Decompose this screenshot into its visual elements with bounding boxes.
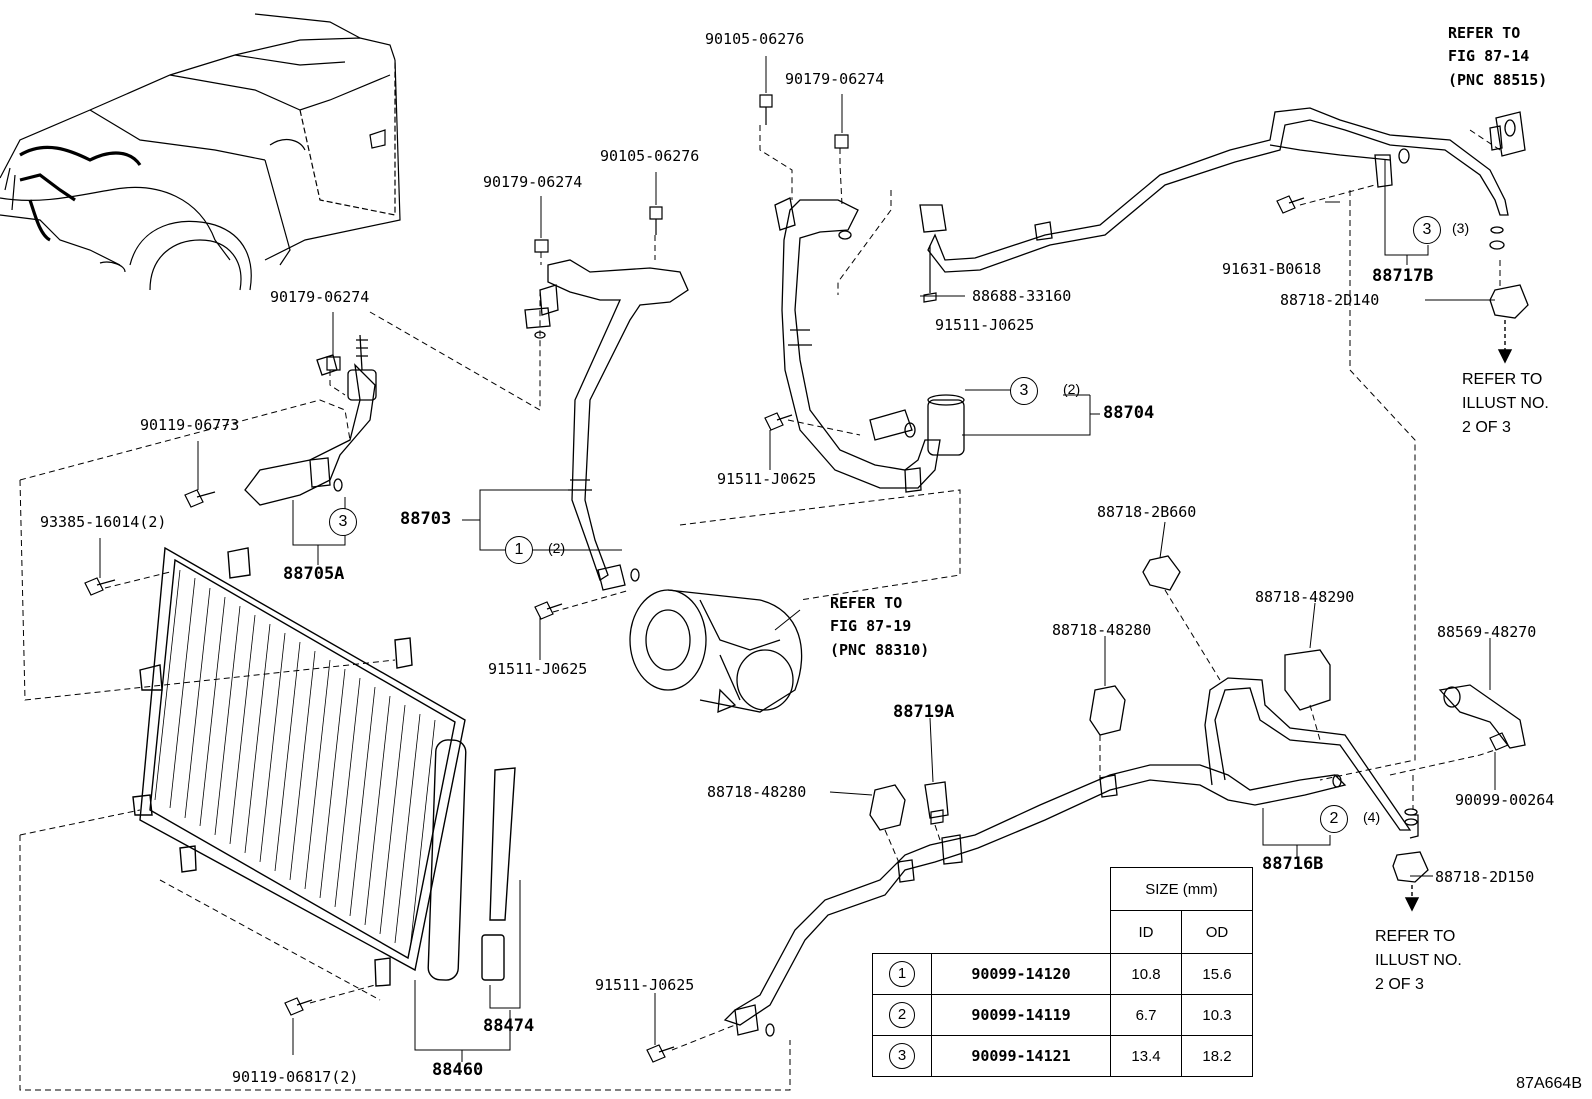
o-ring-size-table: SIZE (mm) ID OD 1 90099-14120 10.8 15.6 … — [872, 867, 1253, 1077]
expansion-valve — [1489, 111, 1526, 157]
callout-88716B-num: 2 — [1320, 805, 1348, 833]
row-number: 1 — [889, 961, 915, 987]
label-88719A: 88719A — [893, 702, 955, 722]
label-90119-06773: 90119-06773 — [140, 416, 240, 434]
label-88703: 88703 — [400, 509, 452, 529]
hose-88704 — [774, 197, 965, 493]
row-part: 90099-14120 — [931, 953, 1111, 995]
row-part: 90099-14121 — [931, 1035, 1111, 1077]
label-88718-48280-a: 88718-48280 — [1052, 621, 1152, 639]
figure-code: 87A664B — [1516, 1075, 1582, 1092]
label-91511-J0625-c: 91511-J0625 — [935, 316, 1035, 334]
row-od: 18.2 — [1181, 1035, 1253, 1077]
label-90119-06817: 90119-06817(2) — [232, 1068, 359, 1086]
row-part: 90099-14119 — [931, 994, 1111, 1036]
callout-88704-qty: (2) — [1063, 381, 1081, 397]
label-91511-J0625-d: 91511-J0625 — [595, 976, 695, 994]
row-id: 13.4 — [1110, 1035, 1182, 1077]
ref-fig-87-19: REFER TO FIG 87-19 (PNC 88310) — [830, 594, 930, 659]
label-91511-J0625-b: 91511-J0625 — [717, 470, 817, 488]
label-93385-16014: 93385-16014(2) — [40, 513, 167, 531]
callout-88703-qty: (2) — [548, 540, 566, 556]
row-number: 2 — [889, 1002, 915, 1028]
label-88474: 88474 — [483, 1016, 535, 1036]
label-91631-B0618: 91631-B0618 — [1222, 260, 1322, 278]
size-table-col-id: ID — [1110, 910, 1182, 954]
callout-88704-num: 3 — [1010, 377, 1038, 405]
row-od: 10.3 — [1181, 994, 1253, 1036]
row-id: 10.8 — [1110, 953, 1182, 995]
condenser-88460 — [132, 546, 516, 987]
vehicle-illustration — [0, 13, 401, 291]
size-table-col-od: OD — [1181, 910, 1253, 954]
tube-88717B — [919, 107, 1509, 273]
callout-88717B-num: 3 — [1413, 216, 1441, 244]
callout-88717B-qty: (3) — [1452, 220, 1470, 236]
label-88688-33160: 88688-33160 — [972, 287, 1072, 305]
label-88704: 88704 — [1103, 403, 1155, 423]
callout-88716B-qty: (4) — [1363, 809, 1381, 825]
tube-88716B — [723, 677, 1419, 1037]
ref-fig-87-14: REFER TO FIG 87-14 (PNC 88515) — [1448, 24, 1548, 89]
label-90179-06274-left: 90179-06274 — [270, 288, 370, 306]
alignment-lines — [19, 125, 1501, 1091]
size-table-row: 1 90099-14120 10.8 15.6 — [872, 953, 1253, 995]
size-table-row: 2 90099-14119 6.7 10.3 — [872, 994, 1253, 1036]
fasteners — [84, 94, 1509, 1063]
label-88460: 88460 — [432, 1060, 484, 1080]
label-91511-J0625-a: 91511-J0625 — [488, 660, 588, 678]
row-id: 6.7 — [1110, 994, 1182, 1036]
ref-illust-a: REFER TO ILLUST NO. 2 OF 3 — [1462, 371, 1549, 436]
label-88716B: 88716B — [1262, 854, 1324, 874]
clamps-and-brackets — [869, 284, 1529, 883]
label-90179-06274-top: 90179-06274 — [785, 70, 885, 88]
label-90179-06274-mid: 90179-06274 — [483, 173, 583, 191]
row-od: 15.6 — [1181, 953, 1253, 995]
callout-88705A-num: 3 — [329, 508, 357, 536]
label-88569-48270: 88569-48270 — [1437, 623, 1537, 641]
size-table-row: 3 90099-14121 13.4 18.2 — [872, 1035, 1253, 1077]
label-88705A: 88705A — [283, 564, 345, 584]
row-number: 3 — [889, 1043, 915, 1069]
label-90099-00264: 90099-00264 — [1455, 791, 1555, 809]
label-90105-06276-top: 90105-06276 — [705, 30, 805, 48]
ref-illust-b: REFER TO ILLUST NO. 2 OF 3 — [1375, 928, 1462, 993]
label-88718-2D140: 88718-2D140 — [1280, 291, 1380, 309]
label-88718-48280-b: 88718-48280 — [707, 783, 807, 801]
label-88718-2B660: 88718-2B660 — [1097, 503, 1197, 521]
label-88718-48290: 88718-48290 — [1255, 588, 1355, 606]
callout-88703-num: 1 — [505, 536, 533, 564]
compressor — [629, 589, 803, 714]
hose-88705A — [244, 334, 377, 506]
refer-arrows — [1404, 320, 1513, 912]
leader-lines — [99, 56, 1496, 1062]
hose-88703 — [524, 259, 689, 591]
label-88718-2D150: 88718-2D150 — [1435, 868, 1535, 886]
label-88717B: 88717B — [1372, 266, 1434, 286]
size-table-header: SIZE (mm) — [1110, 867, 1253, 911]
label-90105-06276-mid: 90105-06276 — [600, 147, 700, 165]
